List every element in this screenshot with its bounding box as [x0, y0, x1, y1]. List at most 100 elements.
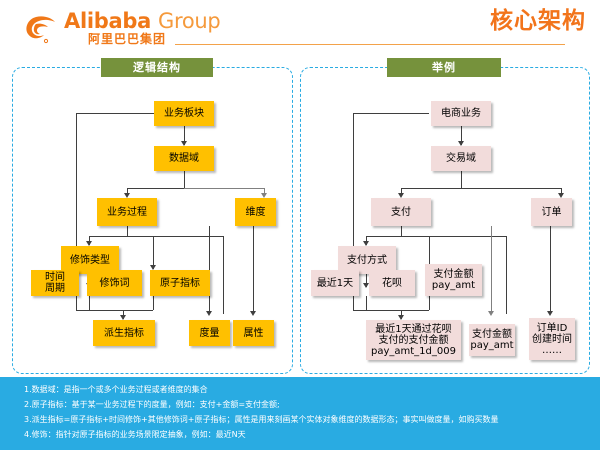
- connector: [76, 113, 77, 270]
- node-label: 支付金额 pay_amt: [470, 329, 514, 351]
- arrow-icon: [398, 193, 404, 198]
- connector: [353, 113, 354, 270]
- node-label: 度量: [199, 327, 220, 339]
- node-label: 支付方式: [347, 254, 387, 266]
- node-label: 业务板块: [164, 108, 204, 119]
- connector: [461, 126, 462, 145]
- connector: [76, 310, 153, 311]
- connector: [561, 188, 562, 196]
- arrow-icon: [86, 241, 92, 246]
- node-label: 支付: [391, 206, 411, 218]
- connector: [550, 226, 551, 314]
- arrow-icon: [363, 283, 369, 288]
- node-label: 订单ID 创建时间 ……: [532, 322, 572, 356]
- arrow-icon: [150, 265, 156, 270]
- arrow-icon: [206, 311, 212, 316]
- connector: [429, 236, 430, 269]
- node-label: 业务过程: [107, 206, 147, 218]
- panel-right-title: 举例: [387, 58, 501, 77]
- page-header: Alibaba Group 阿里巴巴集团 核心架构: [0, 0, 600, 52]
- connector: [366, 296, 367, 310]
- arrow-icon: [124, 193, 130, 198]
- page-title: 核心架构: [490, 8, 586, 34]
- arrow-icon: [398, 315, 404, 320]
- node-dl[interactable]: 度量: [189, 320, 230, 346]
- footer-notes: 1.数据域：是指一个或多个业务过程或者维度的集合 2.原子指标：基于某一业务过程…: [0, 377, 600, 450]
- node-label: 花呗: [382, 277, 402, 289]
- node-zf[interactable]: 支付: [371, 198, 431, 226]
- node-label: 电商业务: [441, 108, 481, 119]
- node-pszb2[interactable]: 最近1天通过花呗 支付的支付金额 pay_amt_1d_009: [366, 320, 461, 360]
- panel-logical-structure: 逻辑结构 业务板块 数据域 业务过程 维度 修饰类型 时间 周: [12, 58, 293, 374]
- node-yzzb[interactable]: 原子指标: [150, 270, 210, 296]
- arrow-icon: [261, 193, 267, 198]
- node-wd[interactable]: 维度: [235, 198, 276, 226]
- node-label: 修饰类型: [70, 254, 110, 266]
- connector: [506, 236, 507, 314]
- connector: [223, 236, 224, 314]
- arrow-icon: [181, 141, 187, 146]
- connector: [401, 188, 402, 196]
- footer-line-3: 3.派生指标=原子指标+时间修饰+其他修饰词+原子指标；属性是用来刻画某个实体对…: [24, 415, 499, 424]
- arrow-icon: [120, 315, 126, 320]
- node-zffs[interactable]: 支付方式: [338, 246, 396, 274]
- node-dd[interactable]: 订单: [531, 198, 572, 226]
- node-dsyw[interactable]: 电商业务: [431, 101, 491, 126]
- footer-line-4: 4.修饰：指针对原子指标的业务场景限定抽象，例如：最近N天: [24, 430, 246, 439]
- node-zfje1[interactable]: 支付金额 pay_amt: [425, 264, 482, 296]
- node-label: 派生指标: [104, 327, 144, 339]
- connector: [401, 226, 402, 236]
- connector: [366, 236, 367, 245]
- connector: [353, 113, 429, 114]
- footer-line-2: 2.原子指标：基于某一业务过程下的度量，例如：支付+金额=支付金额;: [24, 400, 280, 409]
- node-ywgc[interactable]: 业务过程: [97, 198, 157, 226]
- footer-line-1: 1.数据域：是指一个或多个业务过程或者维度的集合: [24, 385, 208, 394]
- node-label: 维度: [245, 206, 266, 218]
- connector: [366, 236, 506, 237]
- node-ddsx[interactable]: 订单ID 创建时间 ……: [529, 318, 575, 360]
- arrow-icon: [250, 311, 256, 316]
- node-label: 交易域: [446, 153, 476, 164]
- connector: [127, 226, 128, 236]
- connector: [264, 188, 265, 196]
- node-xsc[interactable]: 修饰词: [87, 270, 142, 296]
- connector: [184, 188, 264, 189]
- brand-main: Alibaba: [64, 9, 151, 33]
- connector: [127, 188, 128, 196]
- arrow-icon: [547, 311, 553, 316]
- brand-sub: Group: [157, 9, 221, 33]
- node-label: 时间 周期: [45, 272, 65, 294]
- node-label: 最近1天: [316, 277, 354, 289]
- node-pszb[interactable]: 派生指标: [93, 320, 155, 346]
- node-xslx[interactable]: 修饰类型: [61, 246, 119, 274]
- connector: [253, 226, 254, 314]
- connector: [401, 188, 561, 189]
- alibaba-logo-icon: [26, 16, 55, 44]
- connector: [184, 171, 185, 188]
- connector: [184, 126, 185, 145]
- node-label: 支付金额 pay_amt: [431, 269, 476, 291]
- node-hb[interactable]: 花呗: [369, 270, 415, 296]
- node-sx[interactable]: 属性: [233, 320, 274, 346]
- header-divider: [175, 44, 565, 45]
- panel-example: 举例 电商业务 交易域 支付 订单 支付方式 最近1天 花呗 支付金: [300, 58, 590, 374]
- node-label: 属性: [243, 327, 264, 339]
- brand-name-cn: 阿里巴巴集团: [88, 32, 167, 46]
- connector: [461, 171, 462, 188]
- connector: [353, 310, 429, 311]
- connector: [76, 113, 155, 114]
- panel-left-title: 逻辑结构: [101, 58, 213, 77]
- node-label: 最近1天通过花呗 支付的支付金额 pay_amt_1d_009: [371, 323, 456, 357]
- node-zj1t[interactable]: 最近1天: [311, 270, 359, 296]
- node-sjy[interactable]: 数据域: [154, 146, 214, 171]
- node-label: 原子指标: [160, 277, 200, 289]
- arrow-icon: [363, 241, 369, 246]
- connector: [153, 296, 154, 310]
- node-jyy[interactable]: 交易域: [431, 146, 491, 171]
- node-ywbk[interactable]: 业务板块: [154, 101, 214, 126]
- node-label: 数据域: [169, 153, 199, 164]
- node-sjzq[interactable]: 时间 周期: [31, 270, 79, 296]
- connector: [89, 236, 223, 237]
- connector: [153, 236, 154, 269]
- node-zfje2[interactable]: 支付金额 pay_amt: [469, 324, 515, 356]
